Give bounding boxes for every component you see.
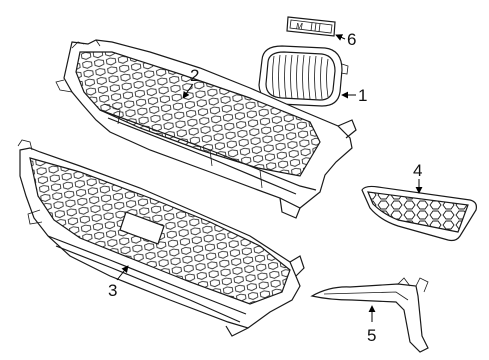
callout-2: 2 xyxy=(190,66,199,85)
callout-2-leader xyxy=(182,83,194,99)
part-5-trim-strip xyxy=(310,277,429,353)
part-4-side-grille xyxy=(361,185,477,242)
callout-6-leader xyxy=(335,34,346,41)
callout-3: 3 xyxy=(108,281,117,300)
part-2-lower-grille-upper xyxy=(55,39,357,219)
callout-5: 5 xyxy=(367,326,376,345)
part-6-badge: M xyxy=(286,16,336,37)
callout-4: 4 xyxy=(413,161,422,180)
callout-3-leader xyxy=(116,265,129,281)
badge-letter: M xyxy=(296,22,303,31)
part-1-kidney-grille xyxy=(258,45,349,107)
callout-6: 6 xyxy=(347,30,356,49)
part-3-lower-grille-lower xyxy=(17,139,305,337)
callout-1: 1 xyxy=(358,86,367,105)
